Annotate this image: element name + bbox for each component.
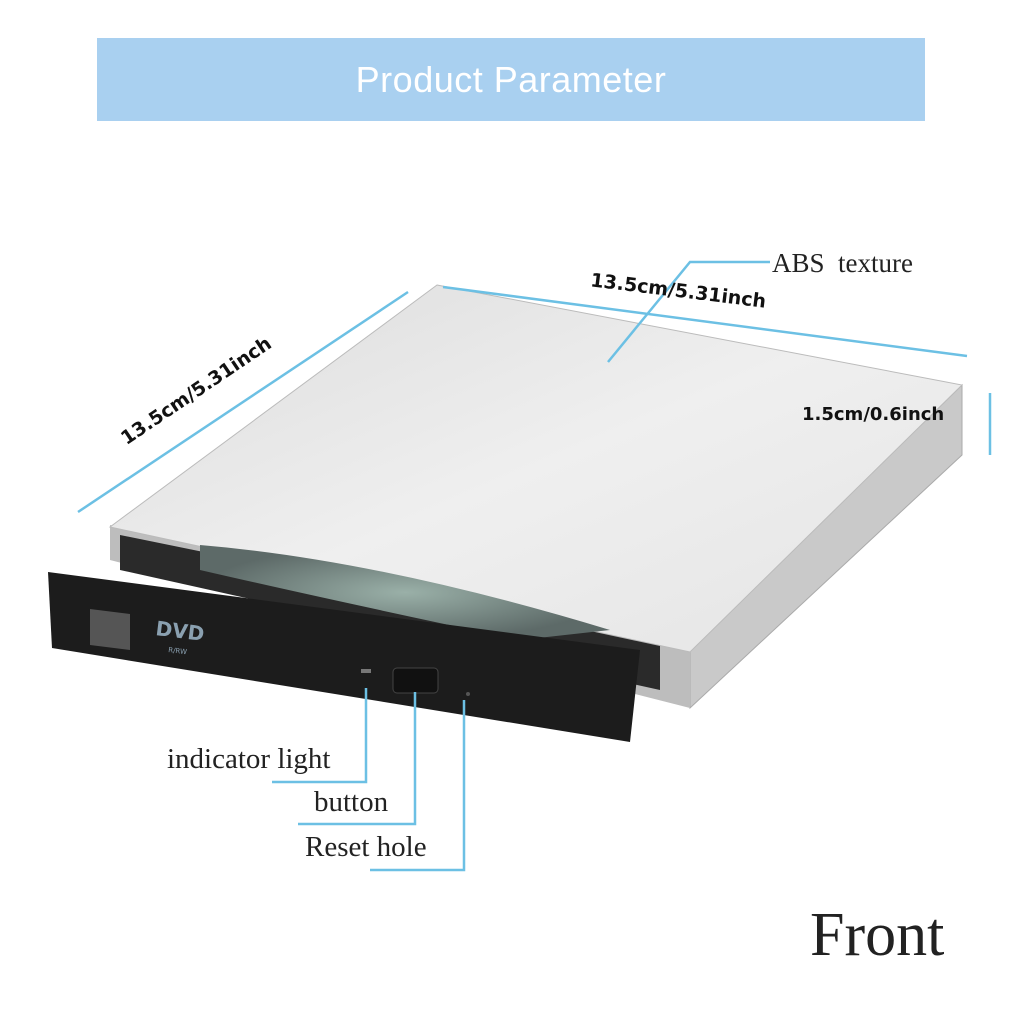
button-leader: [298, 692, 417, 826]
reset-hole: [466, 692, 470, 696]
indicator-light-label: indicator light: [167, 743, 331, 775]
material-label: ABS texture: [772, 248, 913, 278]
disc: [200, 545, 610, 640]
drive-top-surface: [108, 284, 964, 653]
dvd-logo: DVD: [154, 616, 205, 646]
indicator-light: [361, 669, 371, 673]
cd-logo: [90, 609, 130, 650]
dimension-height: 1.5cm/0.6inch: [802, 404, 945, 425]
reset-hole-label: Reset hole: [305, 831, 427, 863]
material-leader: [607, 260, 770, 363]
eject-button[interactable]: [392, 667, 439, 694]
title-banner: Product Parameter: [97, 38, 925, 121]
view-label: Front: [810, 901, 945, 969]
tray-front-panel: [48, 572, 640, 742]
button-label: button: [314, 786, 389, 818]
reset-leader: [370, 700, 466, 872]
dvd-logo-sub: R/RW: [168, 646, 188, 656]
page-title: Product Parameter: [355, 58, 667, 100]
dimension-line-width: [442, 285, 968, 358]
dimension-line-length: [77, 290, 409, 514]
indicator-leader: [272, 688, 368, 784]
